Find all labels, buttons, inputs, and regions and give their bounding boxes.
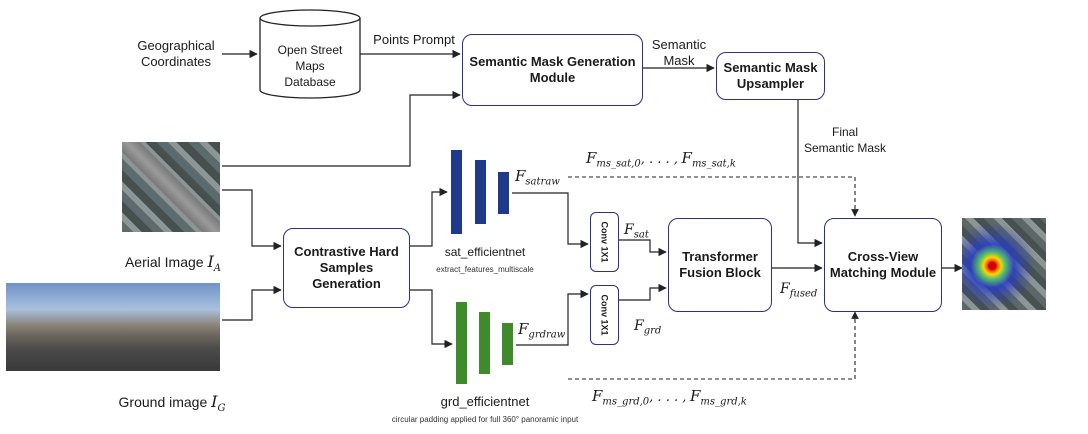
arrow-grd-to-conv [516,289,589,346]
arrow-ground-to-chsg [222,285,282,321]
conv-1x1-grd: Conv 1X1 [590,285,619,345]
feature-f-sat: Fsat [624,222,649,241]
feature-f-fused: Ffused [780,281,818,300]
dashed-ms-sat [568,176,859,217]
arrow-sat-to-conv [512,192,589,249]
database-label: Open Street Maps Database [277,43,343,89]
aerial-image [122,142,220,232]
semantic-mask-upsampler: Semantic Mask Upsampler [716,52,825,100]
output-heatmap-image [962,218,1046,310]
feature-f-satraw: Fsatraw [515,167,560,188]
arrow-chsg-to-grd [410,289,453,349]
arrow-convsat-to-fusion [619,239,667,257]
transformer-fusion-block: Transformer Fusion Block [668,218,772,312]
sat-encoder-block-1 [451,150,462,234]
ground-panorama-image [6,283,220,371]
points-prompt-label: Points Prompt [373,32,455,47]
arrow-final-mask [797,100,823,248]
arrow-aerial-to-smgm [222,90,461,167]
sat-encoder-name: sat_efficientnet [444,245,526,259]
grd-encoder-block-3 [502,323,513,365]
final-semantic-mask-label: Final Semantic Mask [803,125,887,155]
grd-encoder-name: grd_efficientnet [440,394,530,409]
grd-encoder-block-2 [479,312,490,374]
feature-f-grdraw: Fgrdraw [518,320,566,341]
dashed-arrows [568,176,859,380]
feature-ms-sat: Fms_sat,0, . . . , Fms_sat,k [586,149,736,170]
contrastive-hard-samples-generation: Contrastive Hard Samples Generation [283,228,410,308]
dashed-ms-grd [568,311,859,380]
feature-ms-grd: Fms_grd,0, . . . , Fms_grd,k [592,387,747,408]
database-cylinder [259,9,361,99]
grd-encoder-blocks [456,302,513,384]
sat-encoder-block-3 [498,172,509,214]
sat-encoder-blocks [451,150,509,234]
semantic-mask-label: Semantic Mask [651,37,707,68]
semantic-mask-generation-module: Semantic Mask Generation Module [462,34,643,106]
grd-encoder-block-1 [456,302,467,384]
sat-encoder-block-2 [475,160,486,224]
arrow-aerial-to-chsg [222,189,282,251]
grd-encoder-note: circular padding applied for full 360° p… [391,415,579,424]
feature-f-grd: Fgrd [634,318,662,337]
aerial-image-caption: Aerial Image IA [124,252,222,274]
conv-1x1-sat: Conv 1X1 [590,212,619,272]
sat-encoder-note: extract_features_multiscale [436,265,534,274]
arrows [222,49,963,349]
ground-image-caption: Ground image IG [118,392,226,414]
arrow-convgrd-to-fusion [619,283,667,301]
arrow-chsg-to-sat [410,187,448,247]
geo-coordinates-label: Geographical Coordinates [137,38,215,69]
cross-view-matching-module: Cross-View Matching Module [824,218,942,312]
